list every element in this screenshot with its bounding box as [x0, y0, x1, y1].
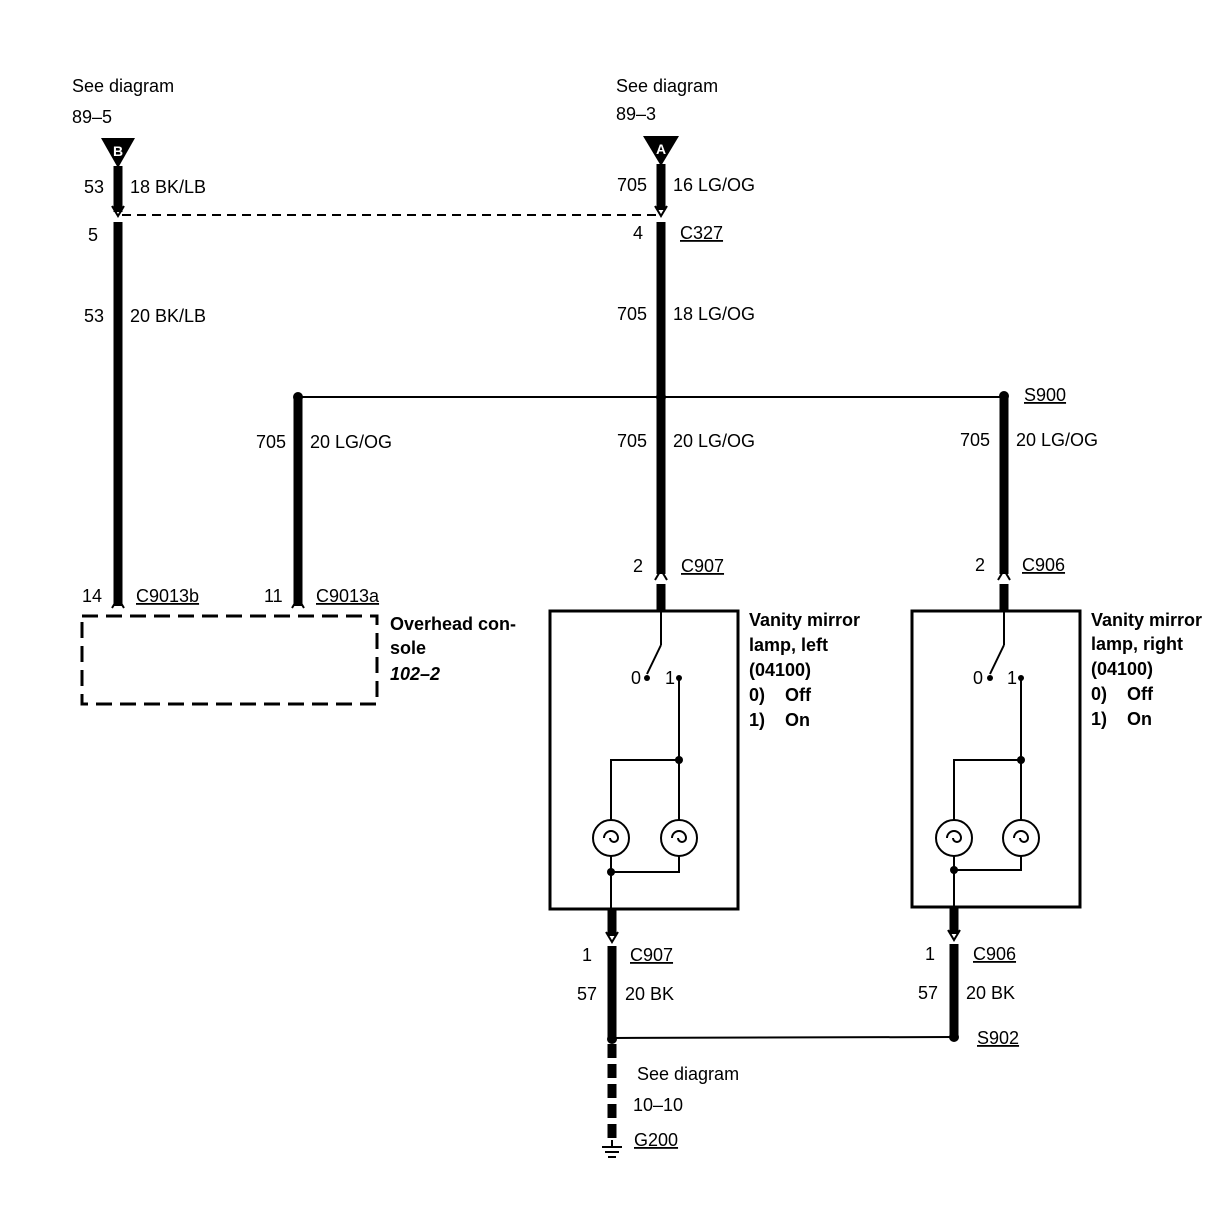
left-lamp-name-line1: Vanity mirror [749, 610, 860, 630]
left-switch-contact-0 [644, 675, 650, 681]
wire-a-top-spec: 16 LG/OG [673, 175, 755, 195]
c906-bot-pin-mark [947, 929, 961, 942]
left-lamp-code: (04100) [749, 660, 811, 680]
console-ref: 102–2 [390, 664, 440, 684]
overhead-console-box [80, 614, 379, 706]
c9013b-label: C9013b [136, 586, 199, 606]
c907-bot-label: C907 [630, 945, 673, 965]
wire-b-mid-spec: 20 BK/LB [130, 306, 206, 326]
left-vanity-lamp: 0 1 [548, 609, 740, 911]
c906-top-pin-mark [997, 568, 1011, 581]
left-bulb-1-filament [603, 830, 620, 843]
right-bulb-1-filament [946, 830, 963, 843]
console-name-line2: sole [390, 638, 426, 658]
left-lamp-return [610, 856, 680, 873]
right-lamp-name-line2: lamp, right [1091, 634, 1183, 654]
ref-b-triangle-icon [101, 138, 135, 168]
c9013b-pin-mark [111, 596, 125, 609]
right-lamp-return [953, 856, 1022, 871]
left-switch-blade [646, 644, 662, 675]
c327-pin-b: 5 [88, 225, 98, 245]
wire-a-top-circuit: 705 [617, 175, 647, 195]
splice-s900-label: S900 [1024, 385, 1066, 405]
left-lamp-junction-top [675, 756, 683, 764]
wire-right-feed-circuit: 705 [960, 430, 990, 450]
c327-label: C327 [680, 223, 723, 243]
left-lamp-state1: 1) On [749, 710, 810, 730]
ref-a-page-label: 89–3 [616, 104, 656, 124]
wire-right-gnd-circuit: 57 [918, 983, 938, 1003]
c907-bot-pin: 1 [582, 945, 592, 965]
ref-a-see-label: See diagram [616, 76, 718, 96]
right-bulb-2-filament [1013, 830, 1030, 843]
c907-top-pin: 2 [633, 556, 643, 576]
c9013a-label: C9013a [316, 586, 380, 606]
right-lamp-feed-branch [953, 759, 1021, 820]
splice-dot-center [656, 392, 666, 402]
console-name-line1: Overhead con- [390, 614, 516, 634]
wire-a-mid-circuit: 705 [617, 304, 647, 324]
c906-bot-label: C906 [973, 944, 1016, 964]
right-switch-pos1: 1 [1007, 668, 1017, 688]
c907-top-label: C907 [681, 556, 724, 576]
wire-right-feed-spec: 20 LG/OG [1016, 430, 1098, 450]
right-switch-pos0: 0 [973, 668, 983, 688]
right-switch-contact-0 [987, 675, 993, 681]
ref-a-letter: A [656, 141, 666, 157]
left-switch-pos0: 0 [631, 668, 641, 688]
ref-b-page-label: 89–5 [72, 107, 112, 127]
right-lamp-code: (04100) [1091, 659, 1153, 679]
c907-bot-pin-mark [605, 931, 619, 944]
right-lamp-name-line1: Vanity mirror [1091, 610, 1202, 630]
splice-s902-bus [611, 1036, 955, 1039]
c327-pin-a-mark [654, 205, 668, 218]
right-lamp-state0: 0) Off [1091, 684, 1154, 704]
ref-b-see-label: See diagram [72, 76, 174, 96]
c907-top-pin-mark [654, 568, 668, 581]
c327-pin-a: 4 [633, 223, 643, 243]
wire-b-top-circuit: 53 [84, 177, 104, 197]
splice-s902-label: S902 [977, 1028, 1019, 1048]
left-lamp-state0: 0) Off [749, 685, 812, 705]
c9013a-pin: 11 [264, 586, 283, 606]
right-lamp-state1: 1) On [1091, 709, 1152, 729]
c906-top-pin: 2 [975, 555, 985, 575]
ref-a-triangle-icon [643, 136, 679, 166]
wire-left-feed-circuit: 705 [617, 431, 647, 451]
right-vanity-lamp: 0 1 [910, 609, 1082, 909]
right-lamp-junction-top [1017, 756, 1025, 764]
ground-page-label: 10–10 [633, 1095, 683, 1115]
left-lamp-box [548, 609, 740, 911]
ground-name-label: G200 [634, 1130, 678, 1150]
wire-console-circuit: 705 [256, 432, 286, 452]
left-lamp-name-line2: lamp, left [749, 635, 828, 655]
wire-console-spec: 20 LG/OG [310, 432, 392, 452]
c906-top-label: C906 [1022, 555, 1065, 575]
left-lamp-feed-branch [610, 759, 679, 820]
wire-b-top-spec: 18 BK/LB [130, 177, 206, 197]
wire-a-mid-spec: 18 LG/OG [673, 304, 755, 324]
splice-s902-left-dot [607, 1034, 617, 1044]
ref-b-letter: B [113, 143, 123, 159]
ground-see-label: See diagram [637, 1064, 739, 1084]
ground-icon [602, 1146, 622, 1158]
splice-s902-dot [949, 1032, 959, 1042]
right-lamp-box [910, 609, 1082, 909]
wire-b-mid-circuit: 53 [84, 306, 104, 326]
wire-left-gnd-circuit: 57 [577, 984, 597, 1004]
wire-left-feed-spec: 20 LG/OG [673, 431, 755, 451]
right-switch-blade [989, 644, 1005, 675]
wire-right-gnd-spec: 20 BK [966, 983, 1015, 1003]
c906-bot-pin: 1 [925, 944, 935, 964]
wire-left-gnd-spec: 20 BK [625, 984, 674, 1004]
c327-pin-b-mark [111, 205, 125, 218]
left-switch-pos1: 1 [665, 668, 675, 688]
left-bulb-2-filament [671, 830, 688, 843]
c9013b-pin: 14 [82, 586, 102, 606]
c9013a-pin-mark [291, 596, 305, 609]
